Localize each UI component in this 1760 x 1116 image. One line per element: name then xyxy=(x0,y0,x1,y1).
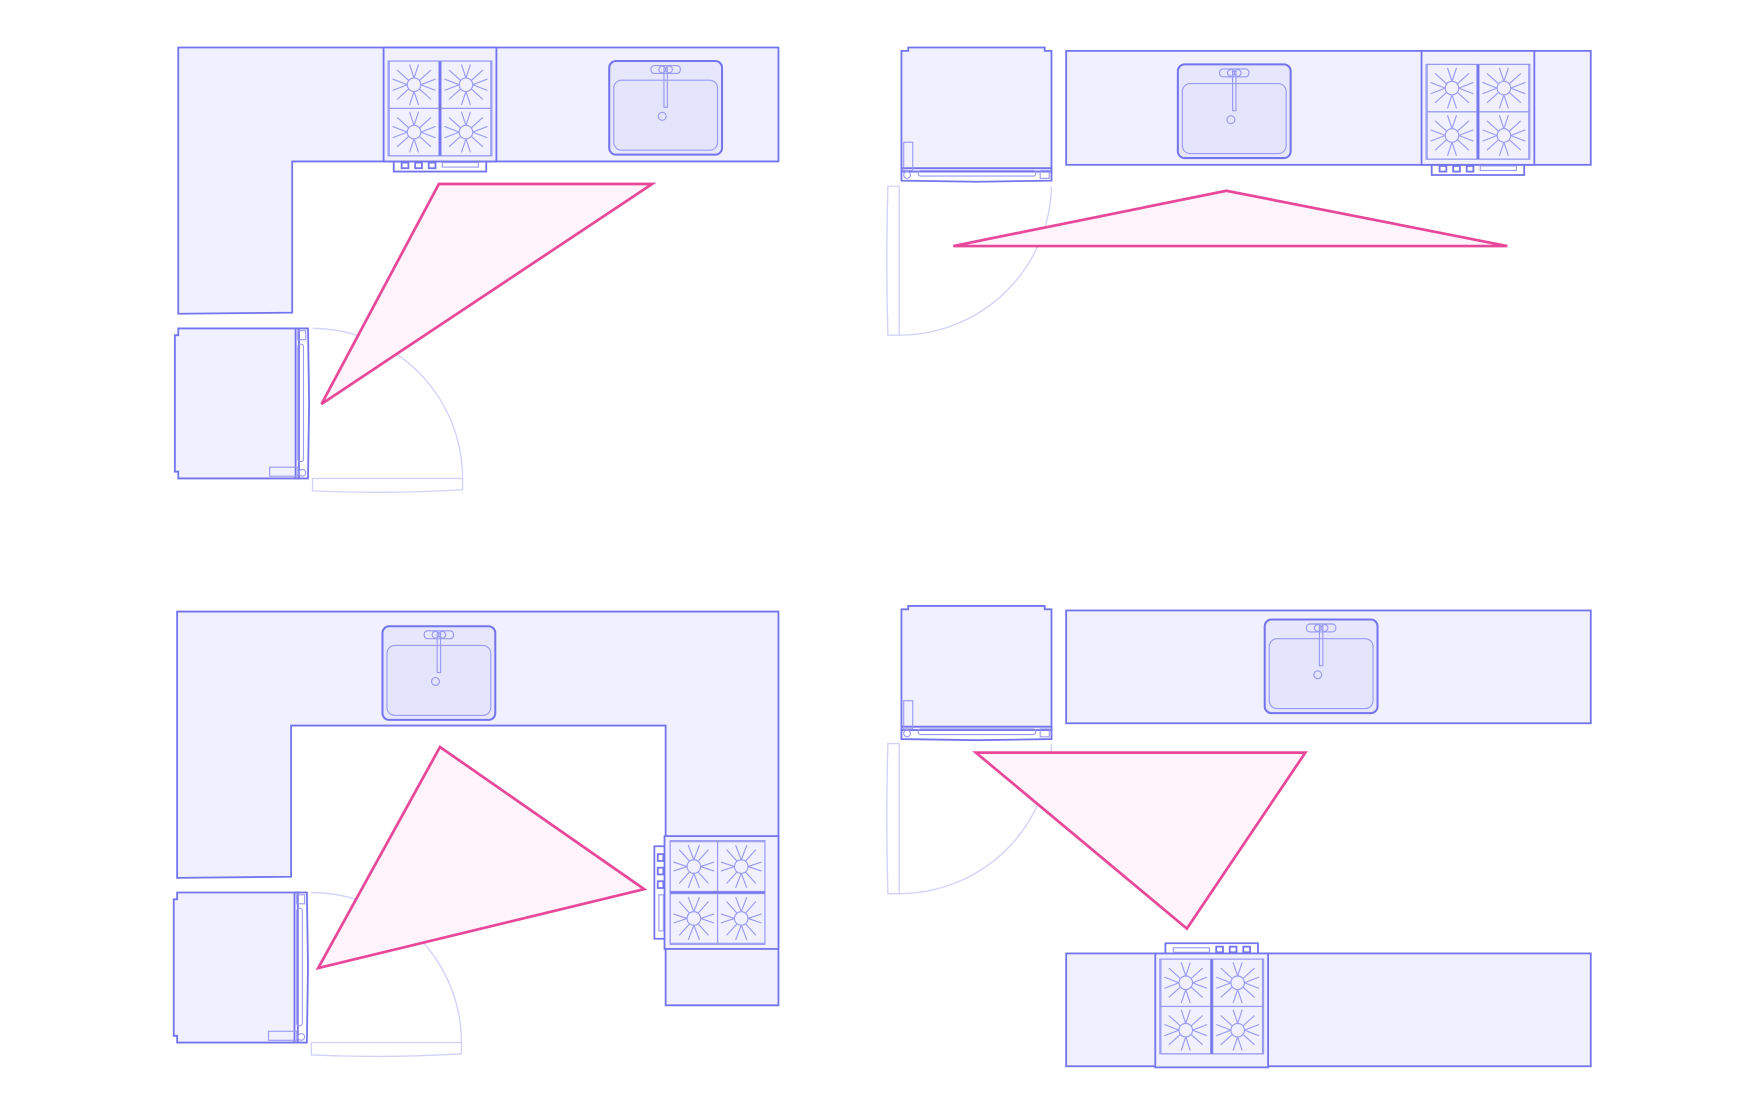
layout-galley xyxy=(886,605,1592,1068)
stove-icon xyxy=(384,47,497,171)
work-triangle xyxy=(953,189,1508,248)
layout-single-wall xyxy=(886,46,1592,336)
layout-u-shape xyxy=(172,610,780,1058)
fridge-icon xyxy=(172,891,309,1044)
fridge-icon xyxy=(900,46,1053,183)
work-triangle xyxy=(320,182,657,406)
door-swing-icon xyxy=(311,327,464,493)
sink-icon xyxy=(1263,618,1379,715)
door-swing-icon xyxy=(886,185,1053,336)
work-triangle xyxy=(972,751,1308,931)
sink-icon xyxy=(608,60,724,156)
work-triangle xyxy=(315,745,648,971)
fridge-icon xyxy=(173,327,311,480)
sink-icon xyxy=(1176,63,1292,160)
stove-icon xyxy=(654,836,778,949)
stove-icon xyxy=(1422,51,1535,175)
countertop xyxy=(176,610,780,1007)
sink-icon xyxy=(381,625,497,721)
fridge-icon xyxy=(900,605,1053,742)
stove-icon xyxy=(1155,943,1268,1067)
countertop-bottom xyxy=(1065,952,1592,1068)
layout-l-shape xyxy=(173,47,780,493)
